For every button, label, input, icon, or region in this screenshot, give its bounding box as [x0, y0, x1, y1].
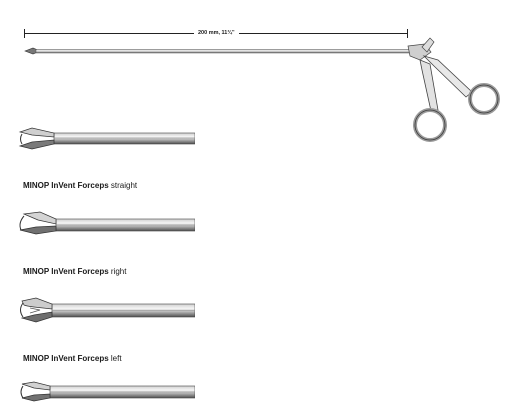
- forceps-instrument-image: [24, 37, 500, 142]
- length-dimension: 200 mm, 11¾": [24, 28, 408, 40]
- dimension-label: 200 mm, 11¾": [194, 28, 239, 39]
- forceps-tip-detail-image: [18, 127, 195, 150]
- caption-forceps-straight: MINOP InVent Forceps straight: [23, 181, 137, 191]
- caption-name: MINOP InVent Forceps: [23, 267, 109, 276]
- forceps-tip-straight-image: [19, 211, 195, 235]
- caption-direction: right: [110, 267, 127, 276]
- dimension-tick-right: [407, 29, 408, 38]
- forceps-tip-right-image: [20, 297, 195, 323]
- caption-name: MINOP InVent Forceps: [23, 181, 109, 190]
- caption-forceps-left: MINOP InVent Forceps left: [23, 354, 122, 364]
- caption-name: MINOP InVent Forceps: [23, 354, 109, 363]
- caption-direction: straight: [110, 181, 138, 190]
- dimension-tick-left: [24, 29, 25, 38]
- caption-direction: left: [110, 354, 122, 363]
- caption-forceps-right: MINOP InVent Forceps right: [23, 267, 126, 277]
- forceps-tip-left-image: [20, 381, 195, 402]
